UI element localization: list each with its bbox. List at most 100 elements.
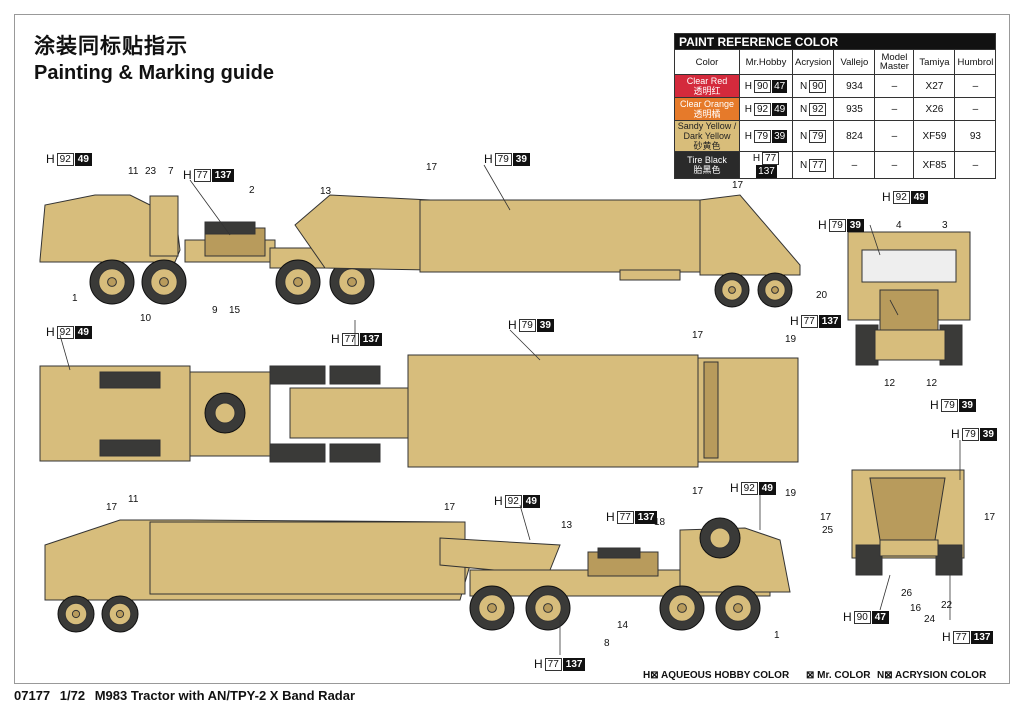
callout-number: 25: [822, 525, 834, 536]
leader-line: [509, 329, 541, 361]
radar-box-bottom: [149, 521, 466, 595]
spare-wheel-hub: [709, 527, 731, 549]
legend-acrysion: N⊠ ACRYSION COLOR: [877, 670, 987, 681]
leader-line: [483, 164, 511, 211]
grille: [879, 289, 939, 331]
title-chinese: 涂装同标贴指示: [34, 34, 188, 58]
callout-number: 19: [785, 488, 797, 499]
top-tire: [269, 443, 326, 463]
vallejo-code: 824: [833, 120, 876, 152]
callout-number: 17: [106, 502, 118, 513]
modelmaster-code: –: [874, 151, 915, 179]
callout-number: 23: [145, 166, 157, 177]
title-english: Painting & Marking guide: [34, 62, 275, 84]
leader-line: [59, 334, 71, 371]
hub-center: [115, 609, 125, 619]
callout-number: 24: [924, 614, 936, 625]
callout-number: 1: [774, 630, 780, 641]
callout-number: 1: [72, 293, 78, 304]
callout-number: 12: [926, 378, 938, 389]
spare-bottom: [597, 547, 641, 559]
callout-number: 13: [320, 186, 332, 197]
callout-number: 12: [884, 378, 896, 389]
callout-number: 10: [140, 313, 152, 324]
hub-center: [487, 603, 497, 613]
callout-number: 17: [984, 512, 996, 523]
top-tire: [329, 365, 381, 385]
col-color: Color: [674, 49, 740, 75]
windshield: [861, 249, 957, 283]
callout-number: 16: [910, 603, 922, 614]
humbrol-code: –: [954, 97, 997, 121]
rear-bumper: [879, 539, 939, 557]
rear-rail: [703, 361, 719, 459]
trailer-deck: [619, 269, 681, 281]
callout-number: 17: [426, 162, 438, 173]
callout-number: 17: [820, 512, 832, 523]
callout-number: 22: [941, 600, 953, 611]
paint-reference-table: PAINT REFERENCE COLOR Color Mr.Hobby Acr…: [673, 33, 997, 179]
callout-number: 19: [785, 334, 797, 345]
front-bumper: [874, 329, 946, 361]
callout-number: 4: [896, 220, 902, 231]
leader-line: [879, 574, 891, 611]
col-vallejo: Vallejo: [833, 49, 876, 75]
kit-name: M983 Tractor with AN/TPY-2 X Band Radar: [94, 688, 356, 703]
top-tire: [99, 371, 161, 389]
hub-center: [771, 286, 779, 294]
rear-tire: [855, 544, 883, 576]
callout-number: 11: [128, 494, 139, 505]
callout-number: 7: [168, 166, 174, 177]
footer: 07177 1/72 M983 Tractor with AN/TPY-2 X …: [14, 688, 361, 703]
callout-number: 17: [444, 502, 456, 513]
drawing-group: [39, 164, 971, 655]
callout-number: 20: [816, 290, 828, 301]
hub-center: [728, 286, 736, 294]
hub-center: [347, 277, 357, 287]
hub-center: [159, 277, 169, 287]
kit-scale: 1/72: [59, 688, 86, 703]
radar-box-side: [419, 199, 711, 273]
cab-rear: [149, 195, 179, 257]
hub-center: [107, 277, 117, 287]
callout-number: 15: [229, 305, 241, 316]
callout-number: 8: [604, 638, 610, 649]
spare-hub: [214, 402, 236, 424]
hub-center: [71, 609, 81, 619]
col-humbrol: Humbrol: [954, 49, 997, 75]
callout-number: 13: [561, 520, 573, 531]
hub-center: [733, 603, 743, 613]
col-tamiya: Tamiya: [913, 49, 956, 75]
callout-number: 11: [128, 166, 139, 177]
leader-line: [889, 299, 899, 316]
hub-center: [543, 603, 553, 613]
callout-number: 18: [654, 517, 666, 528]
leader-line: [869, 224, 881, 256]
callout-number: 17: [732, 180, 744, 191]
top-tire: [99, 439, 161, 457]
radar-box-top: [407, 354, 699, 468]
